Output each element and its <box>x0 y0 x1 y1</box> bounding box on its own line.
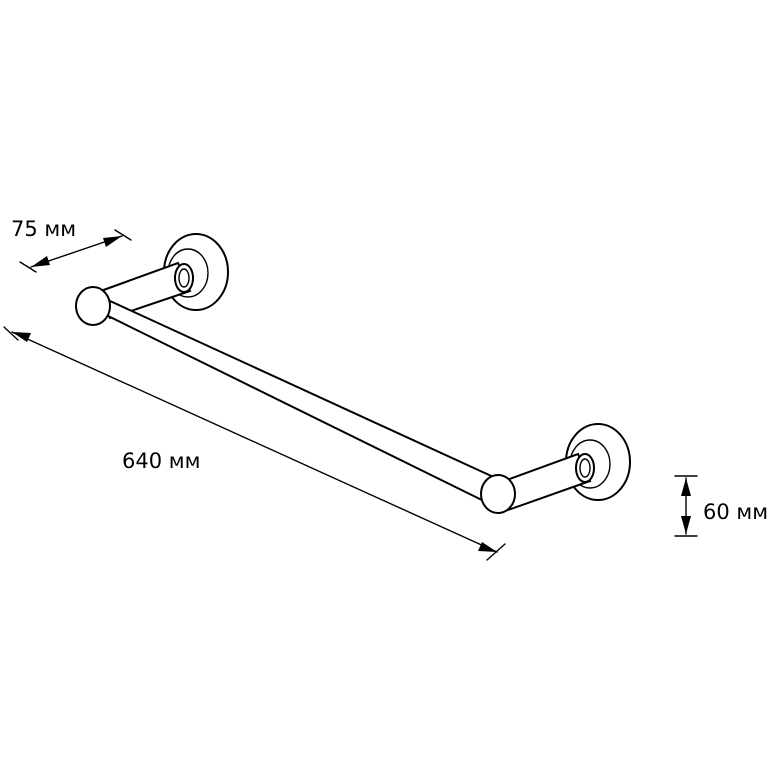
height-label: 60 мм <box>703 500 768 524</box>
height-dimension: 60 мм <box>674 475 768 537</box>
length-dimension: 640 мм <box>3 326 506 561</box>
depth-label: 75 мм <box>11 217 76 241</box>
right-end-knob <box>480 474 516 514</box>
left-end-knob <box>75 286 111 326</box>
depth-dimension: 75 мм <box>11 217 132 273</box>
main-bar <box>100 299 502 507</box>
length-label: 640 мм <box>122 449 200 473</box>
